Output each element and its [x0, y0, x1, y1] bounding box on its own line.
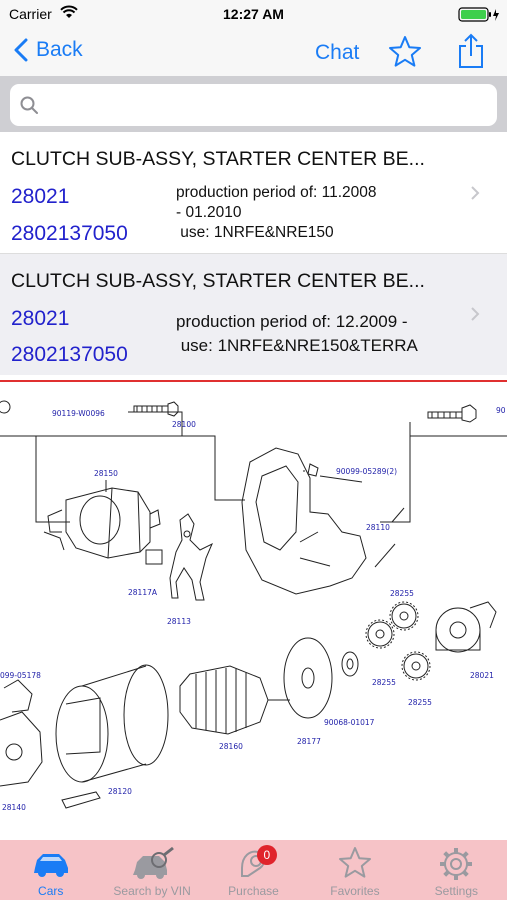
diagram-label: 90119-W0096	[52, 409, 105, 418]
tab-cars[interactable]: Cars	[0, 840, 101, 900]
chevron-left-icon	[14, 38, 28, 62]
purchase-badge: 0	[256, 845, 277, 865]
diagram-label: 90068-01017	[324, 718, 375, 727]
share-icon[interactable]	[457, 33, 485, 74]
tab-bar: Cars Search by VIN 0 Purchase Favorites …	[0, 840, 507, 900]
list-item[interactable]: CLUTCH SUB-ASSY, STARTER CENTER BE... 28…	[0, 132, 507, 254]
part-code: 28021	[11, 307, 70, 330]
chevron-right-icon	[471, 186, 480, 200]
tab-label: Cars	[38, 884, 64, 898]
production-period: production period of: 12.2009 -	[176, 312, 408, 331]
tab-label: Favorites	[330, 884, 380, 898]
production-period-end: - 01.2010	[176, 204, 242, 221]
diagram-label: 90099-05289(2)	[336, 467, 397, 476]
part-number: 2802137050	[11, 222, 128, 245]
back-label: Back	[36, 38, 83, 61]
status-bar: Carrier 12:27 AM	[0, 0, 507, 30]
chevron-right-icon	[471, 307, 480, 321]
diagram-label: 28110	[366, 523, 390, 532]
usage-info: use: 1NRFE&NRE150&TERRA	[176, 336, 418, 355]
clock: 12:27 AM	[223, 6, 284, 22]
diagram-label: 28113	[167, 617, 191, 626]
diagram-label: 28255	[390, 589, 414, 598]
diagram-label: 28120	[108, 787, 132, 796]
tab-label: Purchase	[228, 884, 279, 898]
tab-label: Search by VIN	[113, 884, 191, 898]
chat-button[interactable]: Chat	[315, 41, 360, 64]
parts-diagram[interactable]: 90119-W0096 28100 28150 28117A 28113 900…	[0, 382, 507, 840]
tab-favorites[interactable]: Favorites	[304, 840, 405, 900]
diagram-label: 28255	[408, 698, 432, 707]
diagram-label: 28255	[372, 678, 396, 687]
tab-purchase[interactable]: 0 Purchase	[203, 840, 304, 900]
search-input[interactable]	[46, 90, 486, 120]
part-title: CLUTCH SUB-ASSY, STARTER CENTER BE...	[11, 270, 425, 292]
diagram-label: 28117A	[128, 588, 158, 597]
part-number: 2802137050	[11, 343, 128, 366]
diagram-label: 28150	[94, 469, 118, 478]
usage-info: use: 1NRFE&NRE150	[176, 224, 334, 241]
tab-label: Settings	[434, 884, 478, 898]
search-field[interactable]	[10, 84, 497, 126]
favorite-star-icon[interactable]	[387, 34, 423, 75]
part-code: 28021	[11, 185, 70, 208]
tab-settings[interactable]: Settings	[406, 840, 507, 900]
car-icon	[33, 854, 68, 877]
wifi-icon	[60, 5, 78, 24]
diagram-label: 28140	[2, 803, 26, 812]
carrier-label: Carrier	[9, 6, 52, 22]
diagram-label: 90	[496, 406, 506, 415]
part-title: CLUTCH SUB-ASSY, STARTER CENTER BE...	[11, 148, 425, 170]
battery-icon	[458, 7, 502, 28]
diagram-label: 28100	[172, 420, 196, 429]
gear-icon	[440, 848, 473, 880]
diagram-label: 28177	[297, 737, 321, 746]
search-bar	[0, 76, 507, 132]
navigation-bar: Back Chat	[0, 30, 507, 76]
diagram-label: 28160	[219, 742, 243, 751]
star-icon	[338, 847, 371, 878]
search-icon	[20, 96, 38, 114]
diagram-label: 099-05178	[0, 671, 41, 680]
divider	[0, 380, 507, 382]
diagram-label: 28021	[470, 671, 494, 680]
tab-search-by-vin[interactable]: Search by VIN	[101, 840, 202, 900]
back-button[interactable]: Back	[14, 38, 83, 62]
vin-icon	[133, 846, 175, 879]
list-item[interactable]: CLUTCH SUB-ASSY, STARTER CENTER BE... 28…	[0, 254, 507, 375]
production-period: production period of: 11.2008	[176, 184, 377, 201]
